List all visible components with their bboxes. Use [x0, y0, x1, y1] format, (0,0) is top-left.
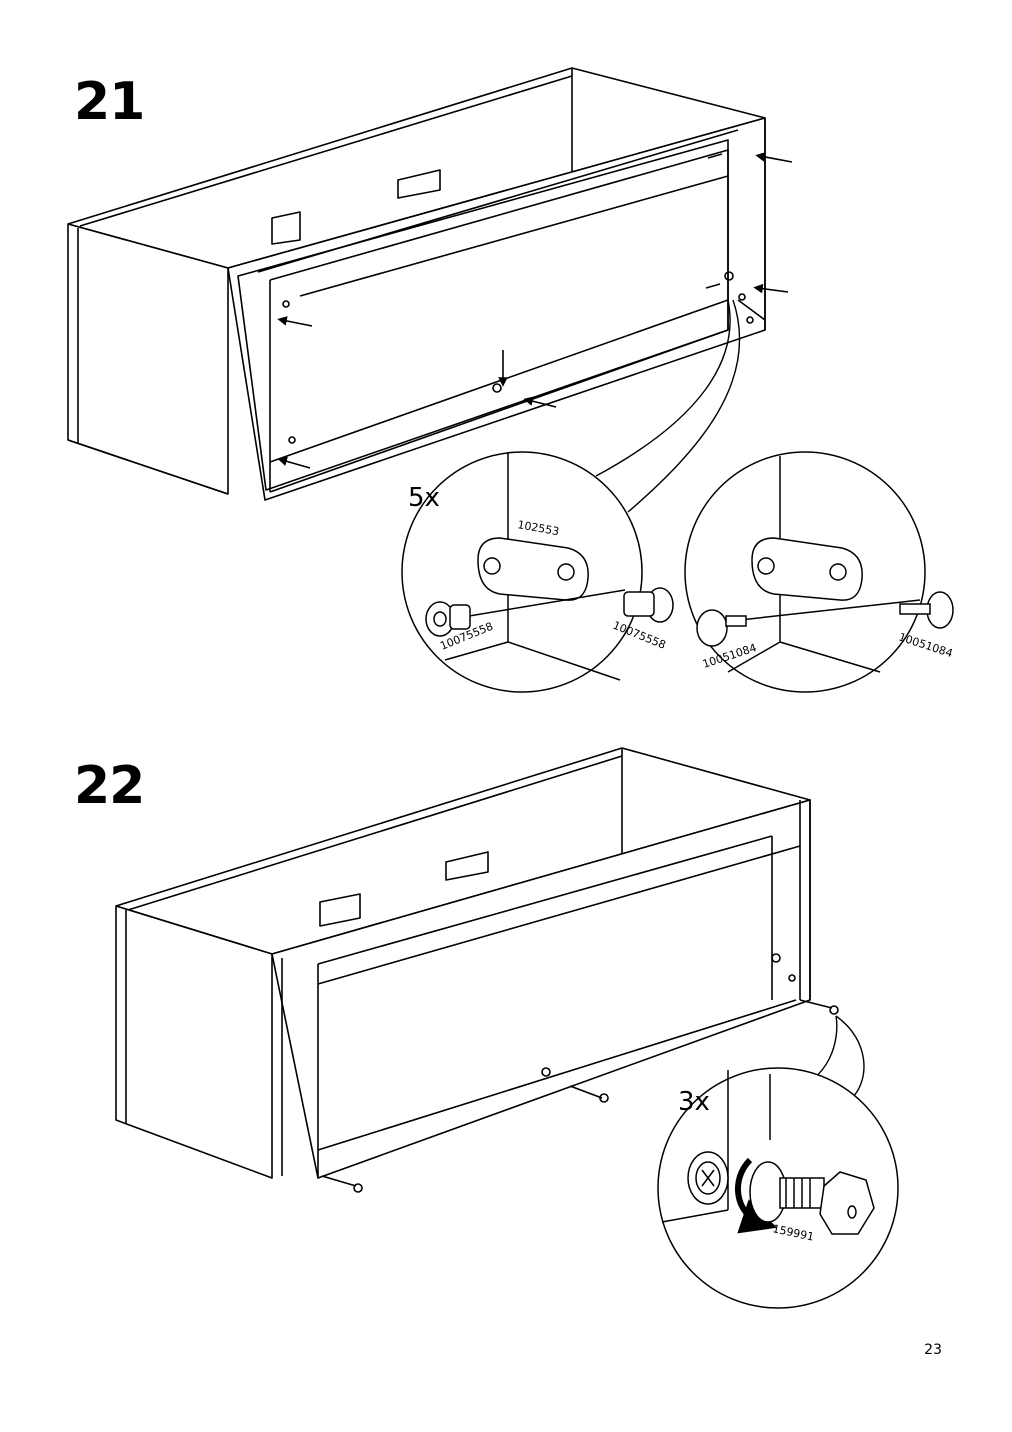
step-22-detail: 3x 159991 [657, 1067, 899, 1309]
step-21-detail-right: 10051084 10051084 [684, 451, 954, 693]
step-21-cabinet-drawing [67, 67, 793, 501]
step-21-quantity: 5x [408, 483, 440, 513]
page-number: 23 [924, 1342, 942, 1358]
step-21-detail-left: 5x 102553 10075558 10075558 [401, 451, 674, 693]
step-21-callout [595, 299, 741, 513]
step-22-number: 22 [74, 756, 145, 816]
step-22-cabinet-drawing [115, 747, 839, 1193]
step-21-number: 21 [74, 72, 145, 132]
step-22-quantity: 3x [678, 1087, 710, 1117]
part-number-10051084-right: 10051084 [897, 630, 954, 660]
